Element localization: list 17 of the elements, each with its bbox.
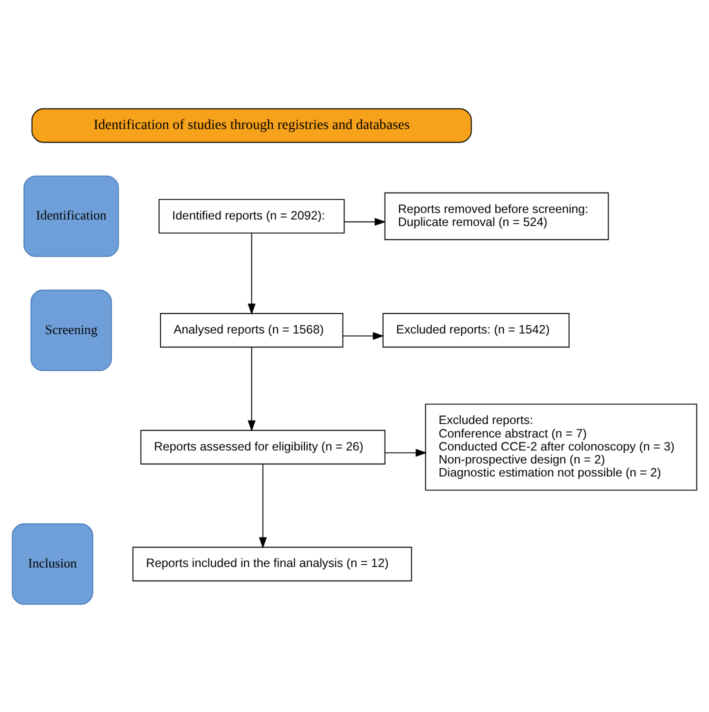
arrow: [258, 463, 267, 548]
node-box: Reports assessed for eligibility (n = 26): [140, 429, 386, 464]
arrow: [342, 332, 384, 340]
node-box: Reports removed before screening: Duplicate removal (n = 524): [384, 192, 609, 240]
node-box: Excluded reports: (n = 1542): [382, 312, 570, 348]
arrow: [248, 346, 256, 432]
arrow: [344, 217, 386, 226]
node-box: Identification of studies through registries and databases: [31, 108, 472, 142]
node-box: Analysed reports (n = 1568): [160, 312, 344, 348]
node-box: Reports included in the final analysis (n = 12): [132, 546, 412, 581]
node-box: Excluded reports: Conference abstract (n = 7) Conducted CCE-2 after colonoscopy (n = 3) Non-prospective design (n = 2) Diagnostic estimation not possible (n = 2): [425, 403, 698, 490]
node-box: Identification: [24, 175, 119, 256]
arrow: [384, 448, 427, 456]
node-box: Identified reports (n = 2092):: [158, 198, 345, 234]
node-box: Screening: [30, 289, 112, 370]
arrow: [248, 232, 256, 314]
node-box: Inclusion: [12, 522, 94, 604]
